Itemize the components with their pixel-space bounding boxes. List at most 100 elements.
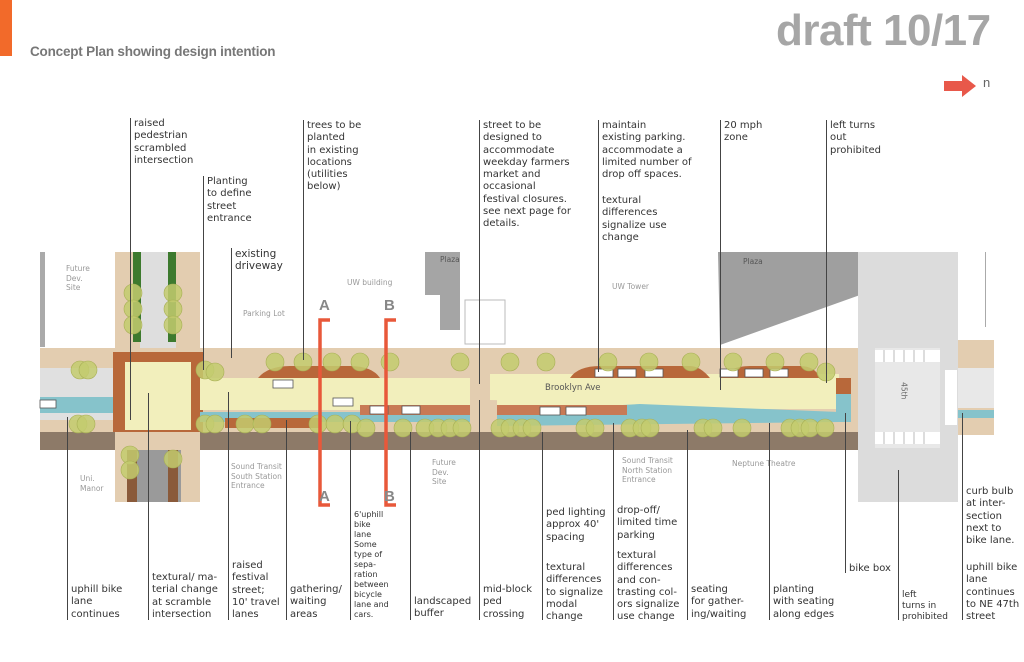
callout-gathering-areas: gathering/ waiting areas [290, 584, 342, 620]
tree-icon [163, 449, 183, 469]
tree-icon [252, 414, 272, 434]
callout-planting-entrance: Planting to define street entrance [207, 176, 252, 224]
uni-manor-label: Uni. Manor [80, 474, 104, 493]
tree-icon [322, 352, 342, 372]
tree-icon [356, 418, 376, 438]
callout-line [479, 400, 480, 620]
section-b-label: B [384, 297, 395, 314]
callout-line [130, 118, 131, 420]
callout-raised-festival-street: raised festival street; 10' travel lanes [232, 560, 280, 621]
tree-icon [452, 418, 472, 438]
north-station-label: Sound Transit North Station Entrance [622, 456, 673, 484]
tree-icon [500, 352, 520, 372]
neptune-theatre-label: Neptune Theatre [732, 459, 796, 468]
tree-icon [598, 352, 618, 372]
future-dev-site-label: Future Dev. Site [432, 458, 456, 486]
section-a-label: A [319, 297, 330, 314]
parked-cars [39, 368, 789, 416]
tree-icon [235, 414, 255, 434]
callout-material-change: textural/ ma- terial change at scramble … [152, 572, 218, 620]
callout-line [303, 120, 304, 360]
tree-icon [585, 418, 605, 438]
tree-icon [123, 283, 143, 303]
callout-textural-use-change: textural differences signalize use chang… [602, 195, 667, 243]
callout-line [67, 417, 68, 620]
callout-existing-parking: maintain existing parking. accommodate a… [602, 120, 692, 181]
callout-line [479, 120, 480, 384]
tree-icon [640, 418, 660, 438]
tree-icon [163, 299, 183, 319]
callout-modal-change: textural differences to signalize modal … [546, 562, 603, 623]
callout-line [769, 423, 770, 620]
tree-icon [815, 418, 835, 438]
callout-line [203, 176, 204, 370]
tree-icon [78, 360, 98, 380]
callout-line [542, 432, 543, 620]
tree-icon [536, 352, 556, 372]
callout-line [826, 120, 827, 383]
callout-trees: trees to be planted in existing location… [307, 120, 362, 193]
plaza-label: Plaza [440, 255, 460, 264]
callout-line [845, 413, 846, 573]
tree-icon [703, 418, 723, 438]
draft-label: draft 10/17 [776, 6, 991, 55]
future-dev-site-label: Future Dev. Site [66, 264, 90, 292]
tree-icon [120, 460, 140, 480]
tree-icon [205, 414, 225, 434]
callout-bike-box: bike box [849, 563, 891, 574]
plaza-2 [718, 252, 860, 345]
callout-drop-off-parking: drop-off/ limited time parking [617, 505, 678, 541]
tree-icon [163, 315, 183, 335]
tree-icon [325, 414, 345, 434]
section-b-label: B [384, 488, 395, 505]
parking-lot-label: Parking Lot [243, 309, 285, 318]
callout-curb-bulb: curb bulb at inter- section next to bike… [966, 486, 1015, 547]
south-station-label: Sound Transit South Station Entrance [231, 462, 282, 490]
plaza-1 [425, 252, 460, 330]
callout-uphill-bike-lane: uphill bike lane continues [71, 584, 123, 620]
page-title: Concept Plan showing design intention [30, 44, 276, 59]
tree-icon [393, 418, 413, 438]
callout-landscaped-buffer: landscaped buffer [414, 596, 472, 620]
callout-bike-lane-to-47th: uphill bike lane continues to NE 47th st… [966, 562, 1020, 623]
callout-left-turns-out: left turns out prohibited [830, 120, 882, 156]
tree-icon [76, 414, 96, 434]
callout-scramble-intersection: raised pedestrian scrambled intersection [134, 118, 194, 166]
uw-tower-label: UW Tower [612, 282, 650, 291]
callout-contrasting-colors: textural differences and con- trasting c… [617, 550, 680, 623]
callout-seating: seating for gather- ing/waiting [691, 584, 747, 620]
45th-label: 45th [899, 382, 909, 400]
tree-icon [723, 352, 743, 372]
tree-icon [765, 352, 785, 372]
callout-line [410, 432, 411, 620]
tree-icon [350, 352, 370, 372]
callout-line [350, 421, 351, 620]
callout-bike-lane-separation: 6'uphill bike lane Some type of sepa- ra… [354, 510, 389, 619]
tree-icon [205, 362, 225, 382]
callout-line [720, 120, 721, 390]
callout-line [687, 430, 688, 620]
tree-icon [639, 352, 659, 372]
tree-icon [380, 352, 400, 372]
callout-existing-driveway: existing driveway [235, 248, 283, 273]
callout-line [148, 393, 149, 620]
tree-icon [732, 418, 752, 438]
scramble-intersection [125, 362, 191, 430]
tree-icon [450, 352, 470, 372]
callout-left-turns-in: left turns in prohibited [902, 590, 948, 622]
north-arrow-icon [944, 75, 976, 97]
uw-building-label: UW building [347, 278, 393, 287]
callout-20mph: 20 mph zone [724, 120, 763, 144]
callout-line [962, 413, 963, 620]
section-cut-markers [318, 318, 396, 507]
tree-icon [163, 283, 183, 303]
callout-line [228, 392, 229, 620]
callout-festival-street: street to be designed to accommodate wee… [483, 120, 571, 230]
callout-planting-seating: planting with seating along edges [773, 584, 835, 620]
callout-line [286, 420, 287, 620]
callout-ped-lighting: ped lighting approx 40' spacing [546, 507, 606, 543]
accent-bar [0, 0, 12, 56]
tree-icon [522, 418, 542, 438]
tree-icon [681, 352, 701, 372]
